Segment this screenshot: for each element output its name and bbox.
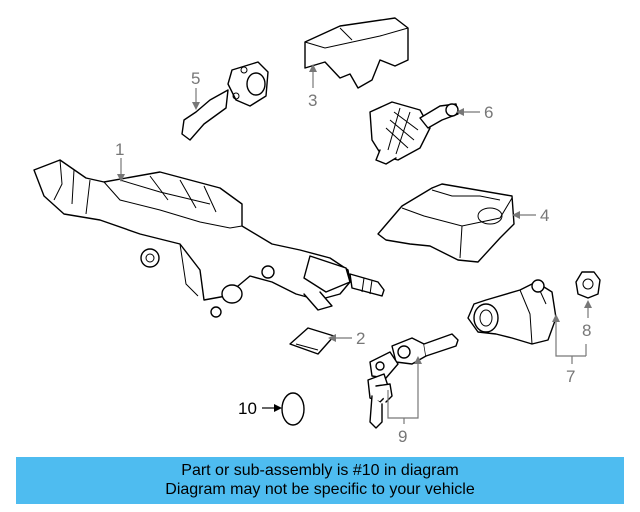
part-4-lower-cover bbox=[377, 183, 515, 263]
leader-lines bbox=[117, 64, 592, 424]
part-7-lock-housing bbox=[467, 279, 557, 345]
banner-line-1: Part or sub-assembly is #10 in diagram bbox=[181, 462, 459, 479]
callout-4: 4 bbox=[540, 206, 549, 225]
callout-labels: 1 2 3 4 5 6 7 8 9 10 bbox=[115, 69, 591, 446]
callout-8: 8 bbox=[582, 321, 591, 340]
part-1-steering-column bbox=[33, 159, 385, 318]
callout-6: 6 bbox=[484, 103, 493, 122]
banner-line-2: Diagram may not be specific to your vehi… bbox=[165, 481, 475, 498]
callout-1: 1 bbox=[115, 140, 124, 159]
part-3-column-cover bbox=[304, 17, 409, 89]
callout-7: 7 bbox=[566, 367, 575, 386]
info-banner: Part or sub-assembly is #10 in diagram D… bbox=[16, 457, 624, 504]
part-2-bracket bbox=[289, 327, 335, 355]
part-5-switch bbox=[181, 61, 269, 141]
part-6-wiper-switch bbox=[369, 101, 459, 165]
callout-3: 3 bbox=[308, 91, 317, 110]
part-8-ignition-switch bbox=[575, 271, 601, 299]
callout-5: 5 bbox=[191, 69, 200, 88]
part-9-lock-cylinder bbox=[367, 333, 459, 429]
callout-2: 2 bbox=[356, 329, 365, 348]
callout-10: 10 bbox=[238, 399, 257, 418]
callout-9: 9 bbox=[398, 427, 407, 446]
part-10-o-ring bbox=[281, 392, 305, 426]
